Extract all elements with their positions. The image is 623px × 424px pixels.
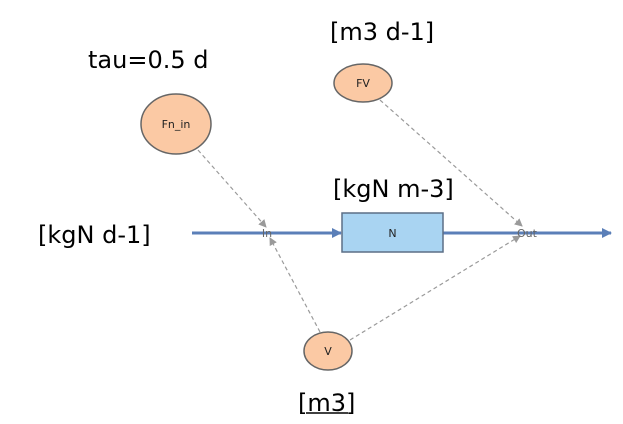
link-v-to-outflow	[349, 235, 521, 341]
stock-label: N	[388, 227, 396, 240]
aux-fv-circle[interactable]	[333, 63, 393, 103]
aux-fn-in-label: Fn_in	[162, 118, 191, 131]
stock-n[interactable]: N	[341, 212, 444, 253]
aux-fv[interactable]: FV	[333, 63, 393, 103]
aux-fv-label: FV	[356, 77, 370, 90]
aux-v-label: V	[324, 345, 332, 358]
inflow-label[interactable]: In	[262, 227, 272, 240]
influence-links	[197, 99, 523, 341]
stock-box[interactable]	[341, 212, 444, 253]
inflow-unit-label: [kgN d-1]	[38, 221, 151, 249]
link-fn-in-to-inflow	[197, 149, 267, 228]
aux-v-circle[interactable]	[303, 331, 353, 371]
stock-unit-label: [kgN m-3]	[333, 175, 454, 203]
tau-label: tau=0.5 d	[88, 46, 208, 74]
link-v-to-inflow	[269, 237, 321, 333]
aux-fn-in-circle[interactable]	[140, 93, 212, 155]
aux-v[interactable]: V	[303, 331, 353, 371]
link-fv-to-outflow	[379, 99, 523, 227]
outflow-label[interactable]: Out	[517, 227, 538, 240]
fv-unit-label: [m3 d-1]	[330, 18, 434, 46]
aux-fn-in[interactable]: Fn_in	[140, 93, 212, 155]
